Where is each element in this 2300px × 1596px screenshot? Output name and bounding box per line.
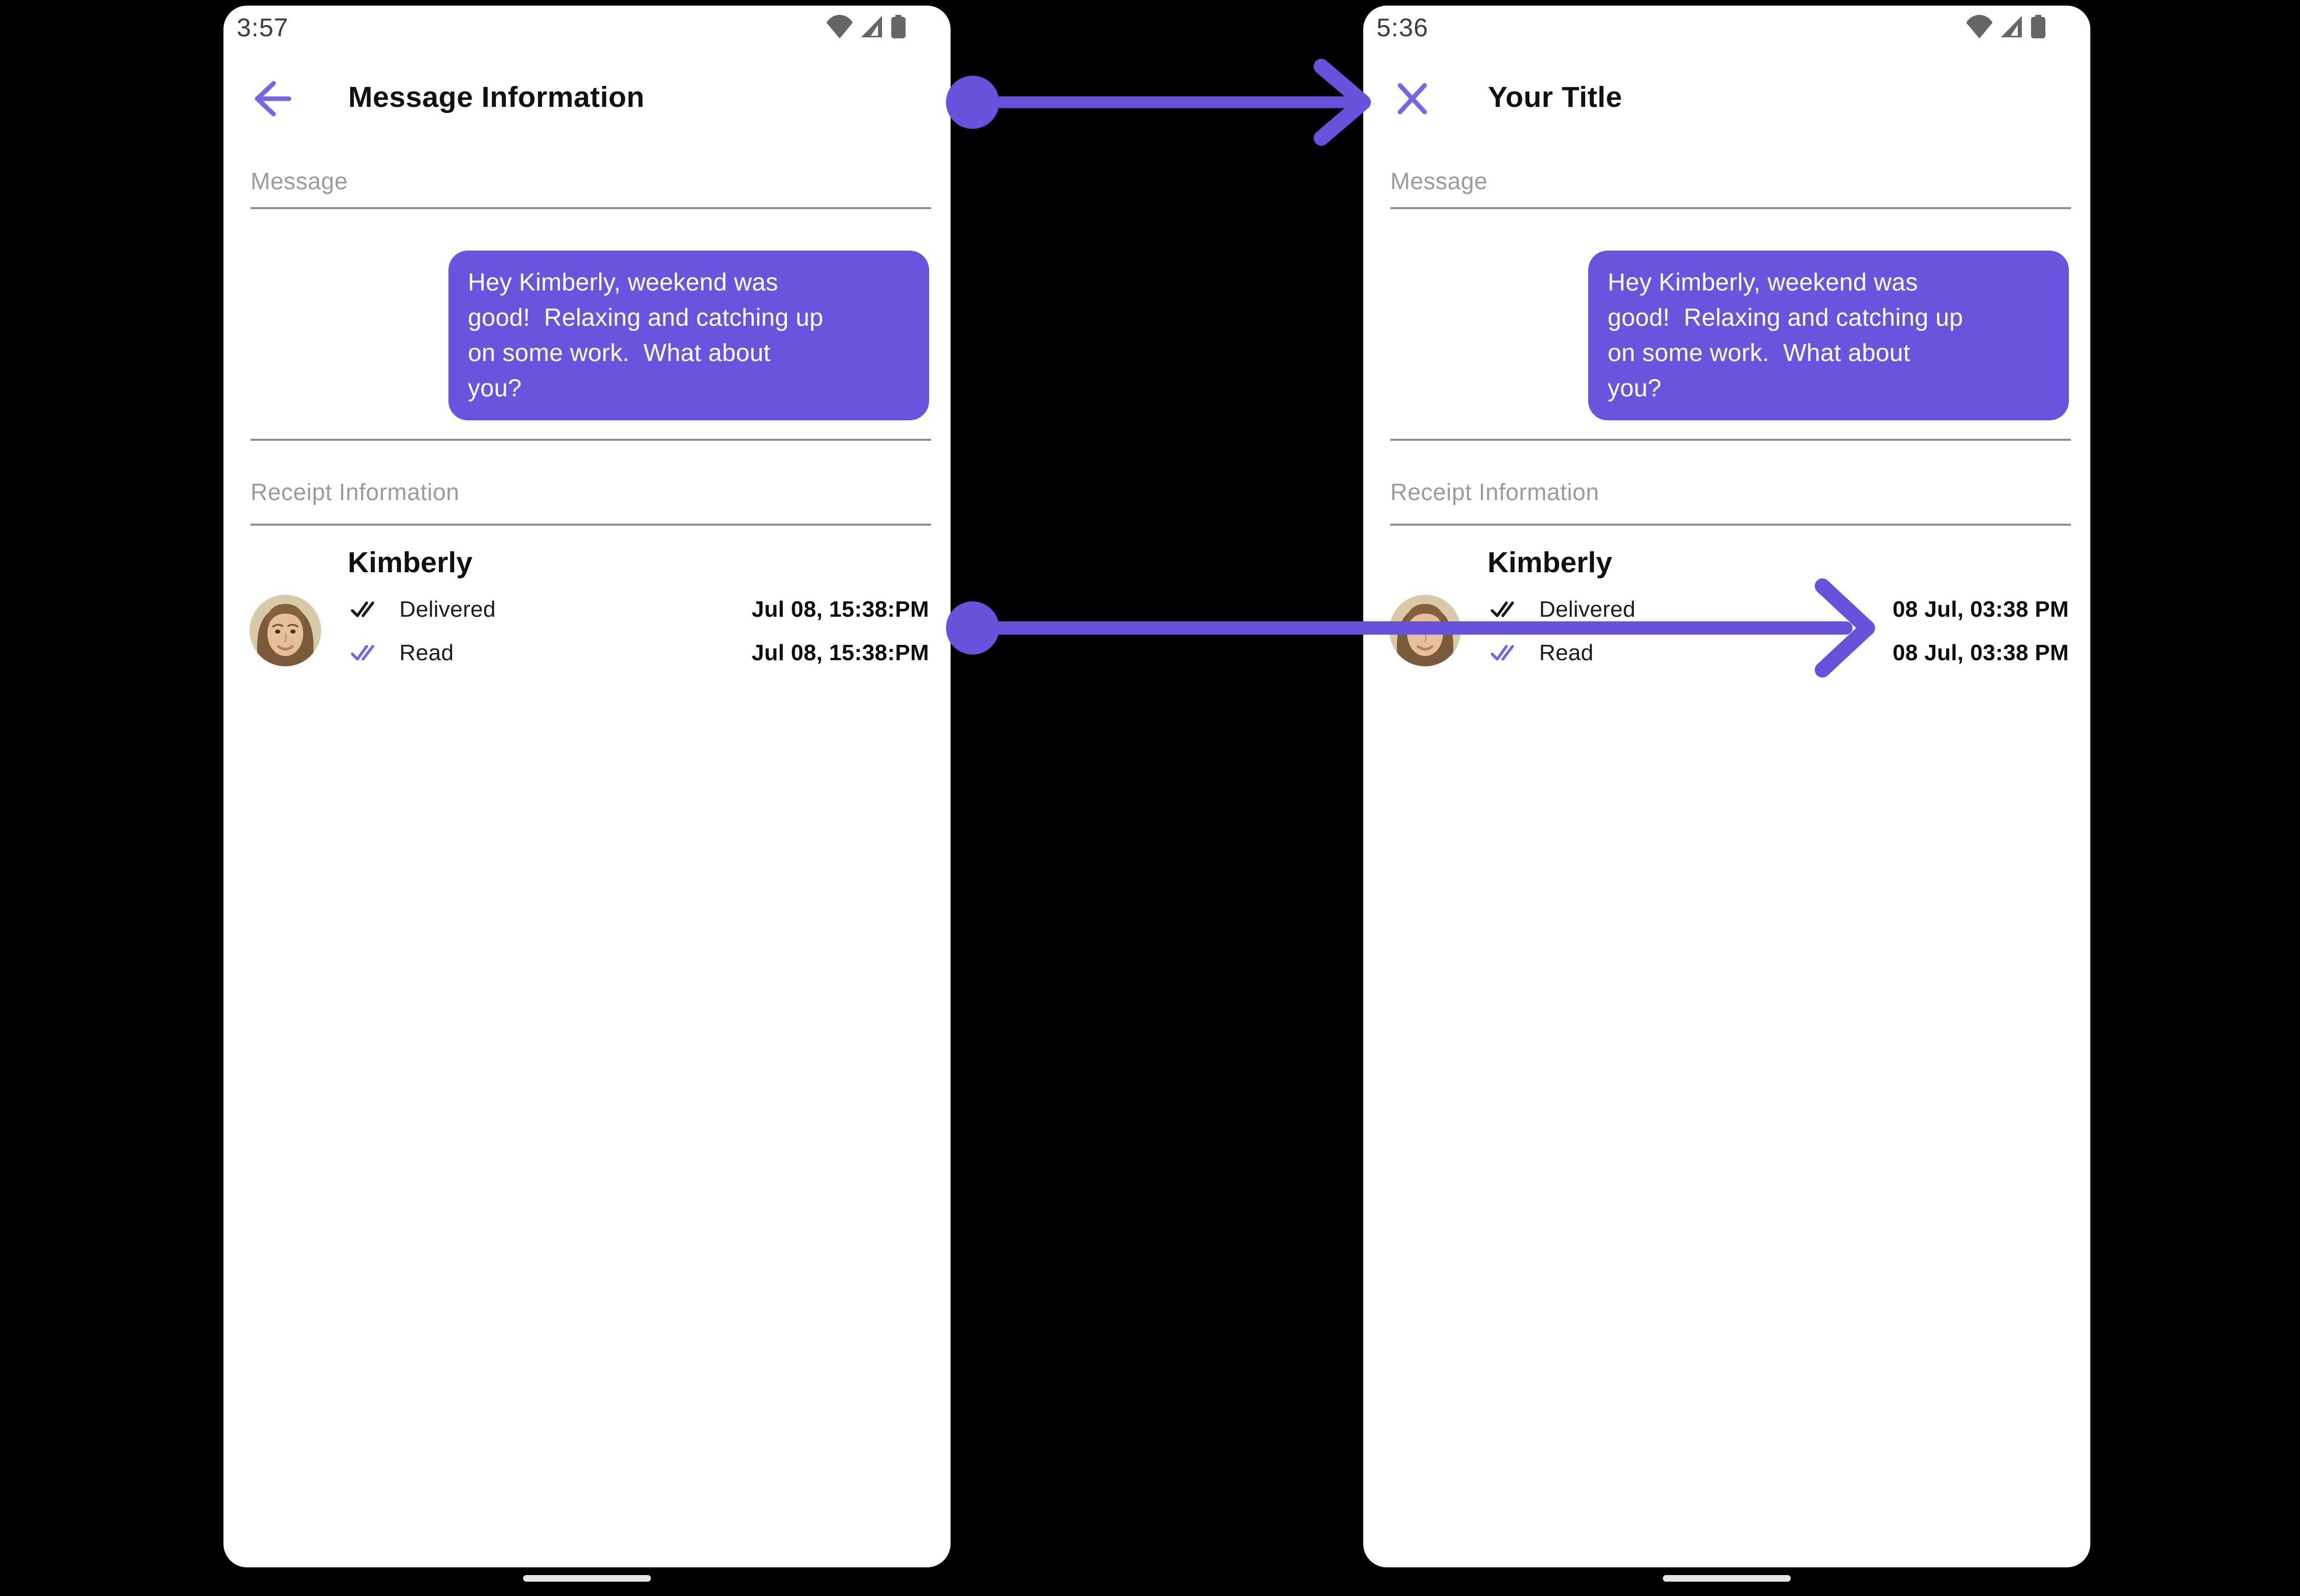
divider [251, 524, 931, 526]
receipt-status-label: Read [1539, 640, 1594, 665]
contact-name: Kimberly [348, 546, 472, 579]
message-bubble: Hey Kimberly, weekend was good! Relaxing… [1588, 251, 2069, 420]
divider [1390, 207, 2071, 209]
home-indicator[interactable] [523, 1575, 651, 1582]
contact-name: Kimberly [1487, 546, 1612, 579]
battery-icon [2030, 14, 2046, 39]
home-indicator[interactable] [1663, 1575, 1791, 1582]
message-bubble: Hey Kimberly, weekend was good! Relaxing… [448, 251, 929, 420]
status-bar-icons [1966, 14, 2068, 39]
status-bar-time: 3:57 [237, 13, 289, 42]
receipt-row-delivered: Delivered Jul 08, 15:38:PM [350, 596, 929, 623]
message-section-label: Message [1390, 168, 1488, 194]
avatar [1389, 595, 1461, 666]
double-check-icon [1490, 643, 1516, 663]
receipt-timestamp: Jul 08, 15:38:PM [751, 640, 929, 665]
divider [1390, 524, 2071, 526]
receipt-row-read: Read Jul 08, 15:38:PM [350, 640, 929, 666]
receipt-status-label: Read [399, 640, 454, 665]
header-mapping-arrow [946, 59, 1371, 146]
right-phone-screen: 5:36 Your Title Message [1363, 6, 2090, 1567]
receipt-section-label: Receipt Information [251, 479, 460, 505]
divider [251, 207, 931, 209]
receipt-timestamp: 08 Jul, 03:38 PM [1892, 640, 2069, 665]
cellular-signal-icon [2000, 15, 2023, 38]
status-bar-icons [826, 14, 928, 39]
battery-icon [890, 14, 907, 39]
divider [1390, 439, 2071, 441]
page-title: Message Information [348, 81, 645, 114]
double-check-icon [350, 643, 376, 663]
receipt-status-label: Delivered [1539, 597, 1636, 622]
receipt-section-label: Receipt Information [1390, 479, 1599, 505]
receipt-timestamp: Jul 08, 15:38:PM [751, 597, 929, 622]
receipt-status-label: Delivered [399, 597, 496, 622]
double-check-icon [350, 599, 376, 620]
message-section-label: Message [251, 168, 348, 194]
status-bar-time: 5:36 [1377, 13, 1429, 42]
close-button[interactable] [1392, 77, 1433, 120]
receipt-row-delivered: Delivered 08 Jul, 03:38 PM [1490, 596, 2069, 623]
cellular-signal-icon [860, 15, 884, 38]
receipt-timestamp: 08 Jul, 03:38 PM [1892, 597, 2069, 622]
wifi-icon [826, 15, 853, 38]
avatar [250, 595, 321, 666]
back-button[interactable] [252, 77, 293, 120]
arrow-start-dot [946, 601, 999, 655]
receipt-row-read: Read 08 Jul, 03:38 PM [1490, 640, 2069, 666]
wifi-icon [1966, 15, 1993, 38]
double-check-icon [1490, 599, 1516, 620]
back-arrow-icon [252, 77, 293, 120]
page-title: Your Title [1488, 81, 1622, 114]
close-icon [1392, 77, 1433, 120]
left-phone-screen: 3:57 Message Information Message [223, 6, 951, 1567]
arrow-start-dot [946, 76, 999, 129]
divider [251, 439, 931, 441]
